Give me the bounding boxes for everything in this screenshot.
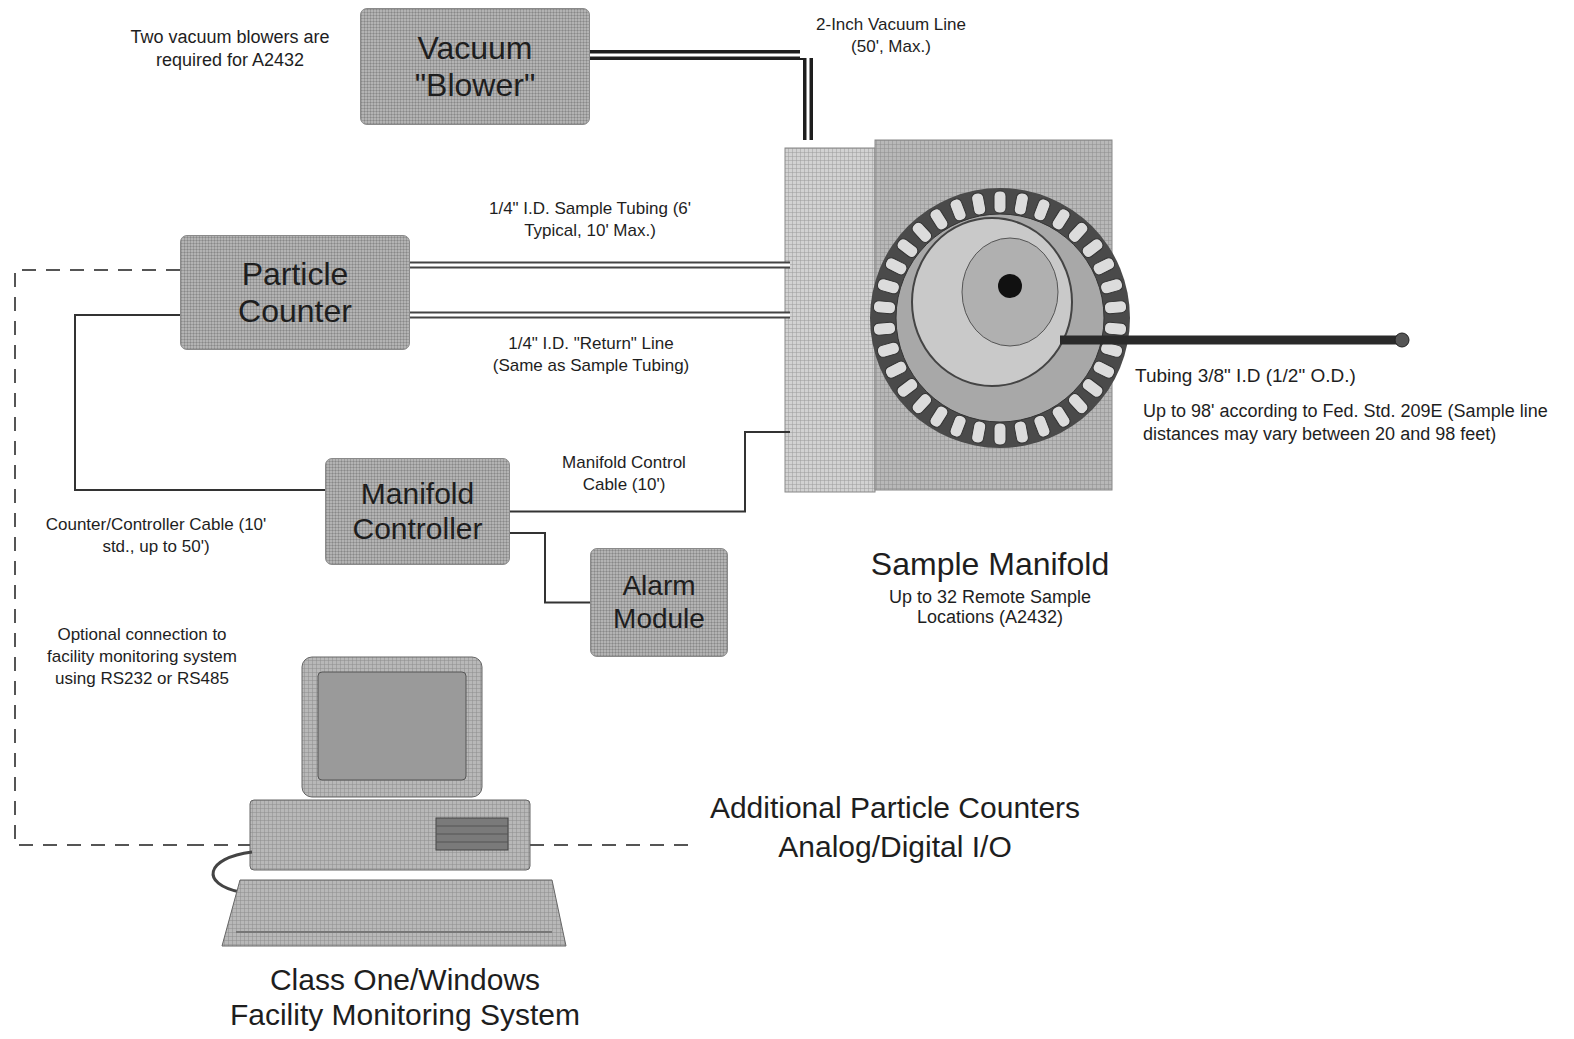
optional-note: Optional connection to facility monitori… xyxy=(42,624,242,690)
drive-bay xyxy=(436,818,508,850)
wheel-port xyxy=(1032,197,1051,222)
wheel-port xyxy=(910,220,934,244)
manifold-side xyxy=(785,148,875,492)
wheel-port xyxy=(971,420,987,444)
manifold-housing xyxy=(785,140,1112,492)
tubing-note: Up to 98' according to Fed. Std. 209E (S… xyxy=(1143,400,1561,447)
wheel-port xyxy=(1091,359,1116,380)
wheel-port xyxy=(895,237,920,260)
keyboard-edge xyxy=(236,931,552,933)
wheel-port xyxy=(1080,376,1105,399)
connector-label: Counter/Controller Cable (10' std., up t… xyxy=(40,514,272,558)
wheel-port xyxy=(928,404,950,429)
wheel-port xyxy=(971,192,987,216)
node-note: Up to 32 Remote Sample Locations (A2432) xyxy=(880,587,1100,628)
wheel-port xyxy=(1104,300,1127,314)
monitoring-computer: Class One/Windows Facility Monitoring Sy… xyxy=(190,655,620,1034)
wheel-port xyxy=(1050,404,1072,429)
tubing-spec: Tubing 3/8" I.D (1/2" O.D.) xyxy=(1135,364,1565,389)
sample-wheel xyxy=(870,188,1130,448)
node-title: Sample Manifold xyxy=(871,546,1109,583)
wheel-port xyxy=(873,300,896,314)
computer xyxy=(213,657,566,946)
wheel-face xyxy=(896,214,1104,422)
wheel-ports xyxy=(873,191,1127,445)
sample-tube xyxy=(1060,336,1400,345)
connector-label: 1/4" I.D. "Return" Line (Same as Sample … xyxy=(478,333,704,377)
wheel-rim xyxy=(870,188,1130,448)
node-title: Particle Counter xyxy=(191,256,399,330)
sample-line xyxy=(1060,333,1409,347)
connector-label: 2-Inch Vacuum Line (50', Max.) xyxy=(800,14,982,58)
node-title: Alarm Module xyxy=(601,570,717,634)
sample-manifold: Sample Manifold Up to 32 Remote Sample Lo… xyxy=(790,140,1190,630)
controller-box: Manifold Controller xyxy=(325,458,510,565)
monitor xyxy=(302,657,482,797)
dashed-link xyxy=(190,844,250,846)
wheel-port xyxy=(1099,277,1123,295)
expansion-note: Additional Particle Counters Analog/Digi… xyxy=(655,788,1135,866)
wheel-port xyxy=(949,197,968,222)
wheel-port xyxy=(928,207,950,232)
connector-label: Manifold Control Cable (10') xyxy=(546,452,702,496)
node-title: Class One/Windows Facility Monitoring Sy… xyxy=(222,963,588,1032)
wheel-port xyxy=(873,322,896,336)
screen xyxy=(318,672,466,780)
wheel-port xyxy=(895,376,920,399)
wheel-port xyxy=(1066,220,1090,244)
connector xyxy=(510,533,590,603)
connector-line xyxy=(410,262,790,269)
wheel-port xyxy=(1066,392,1090,416)
wheel-port xyxy=(949,414,968,439)
connector-line xyxy=(510,533,590,603)
connector-line xyxy=(590,55,808,140)
wheel-port xyxy=(1013,192,1029,216)
connector xyxy=(410,315,790,316)
wheel-port xyxy=(884,359,909,380)
wheel-port xyxy=(994,191,1006,213)
wheel-port xyxy=(994,423,1006,445)
connector xyxy=(410,265,790,266)
alarm-module-box: Alarm Module xyxy=(590,548,728,657)
wheel-port xyxy=(1032,414,1051,439)
tube-bore xyxy=(410,314,790,317)
connector-line xyxy=(510,432,790,512)
wheel-port xyxy=(1091,256,1116,277)
node-title: Manifold Controller xyxy=(336,477,499,546)
tube-end xyxy=(1395,333,1409,347)
system-unit xyxy=(250,800,530,870)
tube-bore xyxy=(590,55,808,140)
blower-note: Two vacuum blowers are required for A243… xyxy=(105,26,355,73)
wheel-hub xyxy=(912,218,1072,386)
node-title: Vacuum "Blower" xyxy=(371,30,579,104)
connector-line xyxy=(410,312,790,319)
blower-box: Vacuum "Blower" xyxy=(360,8,590,125)
hub-cap xyxy=(962,238,1058,346)
tube-bore xyxy=(410,264,790,267)
connector xyxy=(590,55,808,140)
particle-counter-box: Particle Counter xyxy=(180,235,410,350)
hub-hole xyxy=(998,274,1022,298)
wheel-port xyxy=(876,341,900,359)
wheel-port xyxy=(876,277,900,295)
wheel-port xyxy=(910,392,934,416)
wheel-port xyxy=(884,256,909,277)
wheel-port xyxy=(1080,237,1105,260)
wheel-port xyxy=(1104,322,1127,336)
drive-slots xyxy=(436,826,508,842)
connector xyxy=(510,432,790,512)
wheel-port xyxy=(1013,420,1029,444)
wheel-port xyxy=(1050,207,1072,232)
keyboard xyxy=(222,880,566,946)
dashed-link xyxy=(530,844,690,846)
connector-label: 1/4" I.D. Sample Tubing (6' Typical, 10'… xyxy=(482,198,698,242)
